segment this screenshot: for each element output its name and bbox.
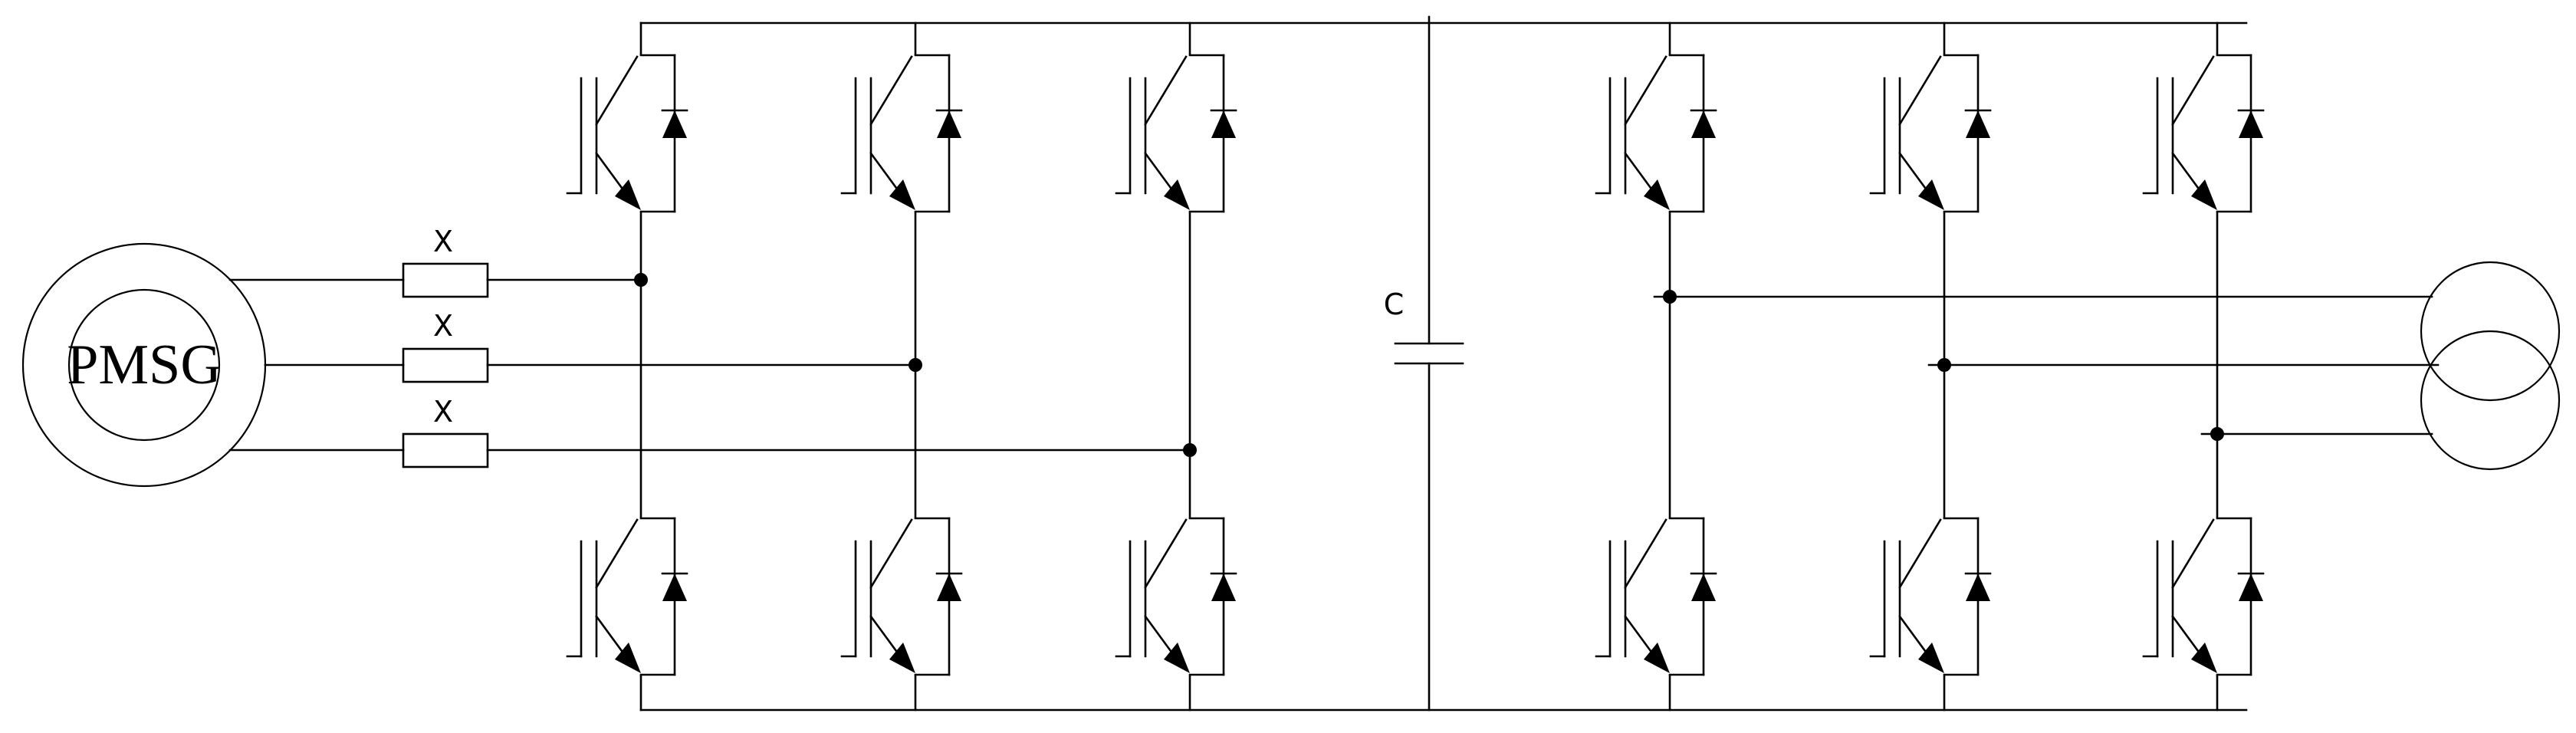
inverter-phase-lines xyxy=(1653,295,2440,436)
igbt-upper-switch xyxy=(1113,54,1259,213)
igbt-lower-switch xyxy=(1593,517,1739,676)
capacitor-label: C xyxy=(1384,288,1405,321)
igbt-lower-switch xyxy=(1113,517,1259,676)
junction-dot xyxy=(2210,427,2224,441)
junction-dot xyxy=(1663,290,1677,304)
resistor-x-2: X xyxy=(402,309,489,383)
igbt-upper-switch xyxy=(564,54,710,213)
pmsg-generator: PMSG xyxy=(21,242,267,488)
igbt-switches xyxy=(564,54,2286,676)
transformer xyxy=(2420,261,2561,471)
igbt-upper-switch xyxy=(2141,54,2286,213)
resistor-x-1: X xyxy=(402,225,489,298)
igbt-lower-switch xyxy=(564,517,710,676)
dc-link-capacitor: C xyxy=(1384,15,1464,712)
resistor-x-3: X xyxy=(402,395,489,468)
pmsg-label: PMSG xyxy=(67,334,222,396)
igbt-lower-switch xyxy=(2141,517,2286,676)
resistor-label: X xyxy=(433,225,453,258)
igbt-lower-switch xyxy=(1868,517,2013,676)
igbt-upper-switch xyxy=(1868,54,2013,213)
igbt-upper-switch xyxy=(1593,54,1739,213)
igbt-upper-switch xyxy=(839,54,984,213)
generator-phase-lines xyxy=(228,278,1191,452)
resistor-label: X xyxy=(433,395,453,429)
junction-dot xyxy=(1937,358,1951,372)
igbt-lower-switch xyxy=(839,517,984,676)
resistor-label: X xyxy=(433,309,453,343)
